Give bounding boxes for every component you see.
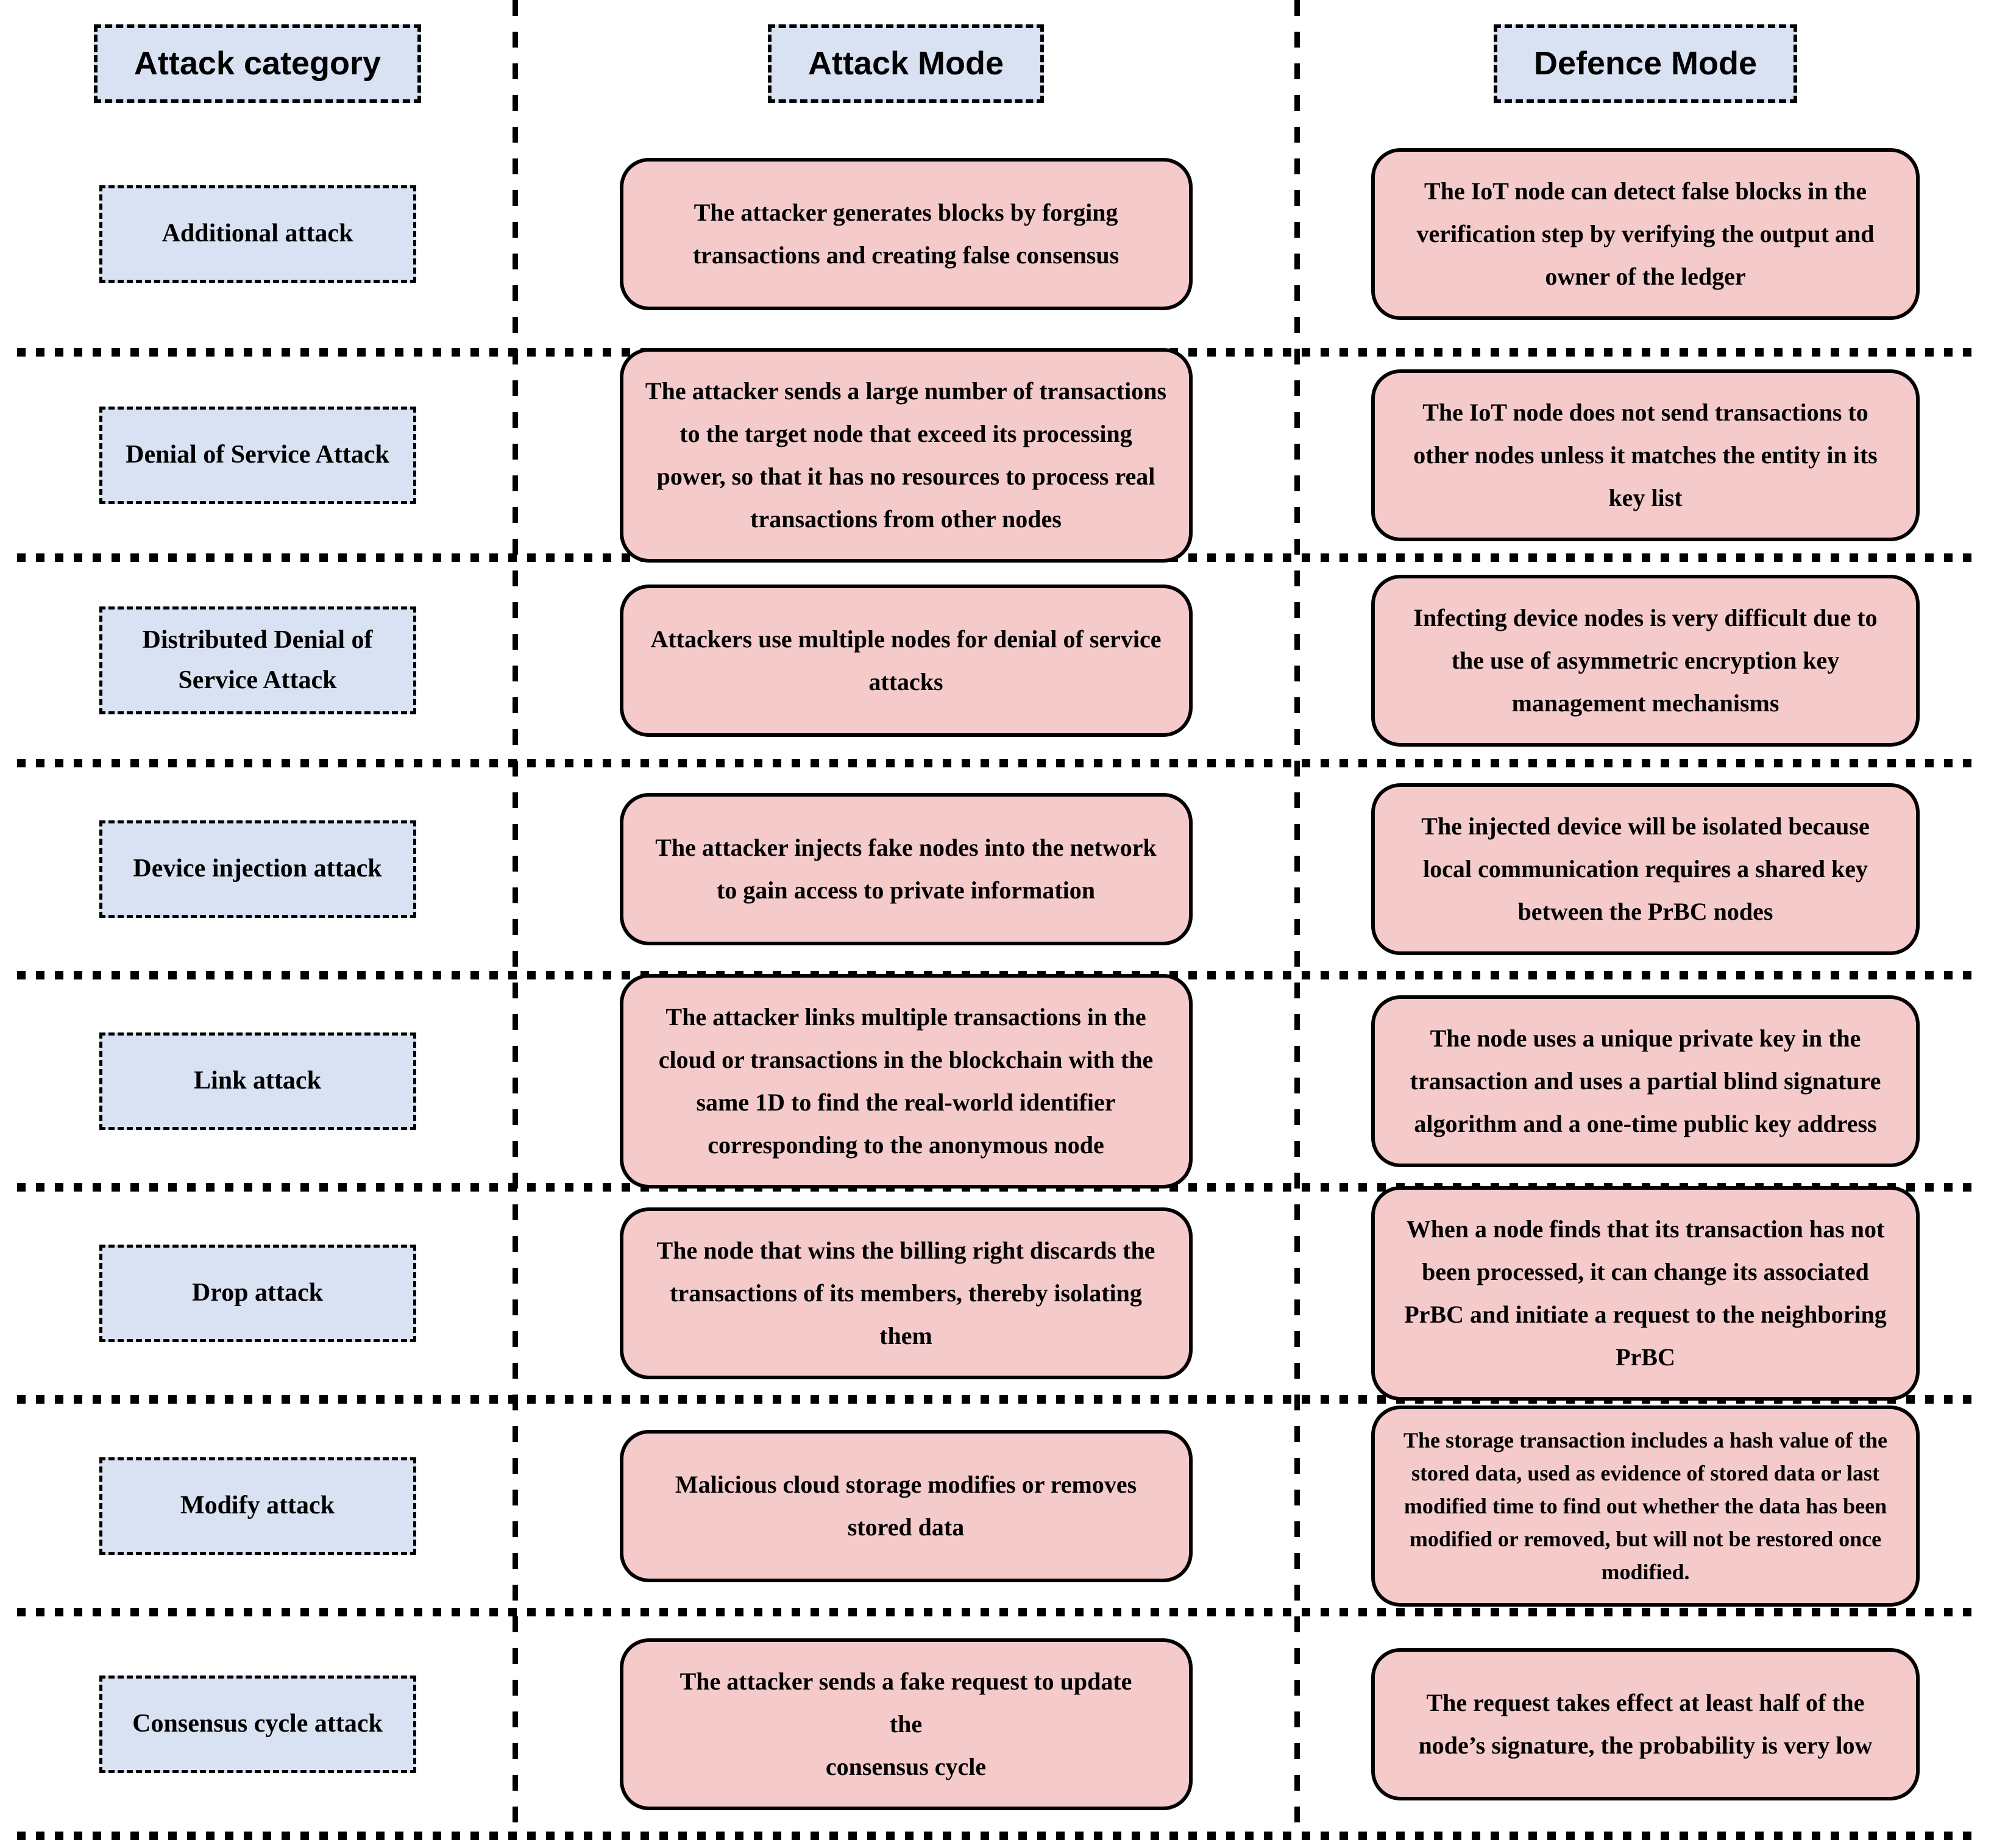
defence-mode-box-additional-attack: The IoT node can detect false blocks in … [1371,148,1920,320]
row-4-attack-cell: The attacker injects fake nodes into the… [515,763,1297,975]
row-1-category-cell: Additional attack [0,116,515,352]
header-defence-mode: Defence Mode [1493,24,1798,103]
row-7-defence-cell: The storage transaction includes a hash … [1297,1399,1994,1612]
header-attack-mode: Attack Mode [767,24,1045,103]
row-5-category-cell: Link attack [0,975,515,1187]
row-3-attack-cell: Attackers use multiple nodes for denial … [515,558,1297,763]
defence-mode-box-drop-attack: When a node finds that its transaction h… [1371,1186,1920,1401]
row-divider-8 [17,1832,1977,1840]
category-box-link-attack: Link attack [99,1032,416,1130]
category-box-denial-of-service: Denial of Service Attack [99,406,416,504]
defence-mode-box-link-attack: The node uses a unique private key in th… [1371,995,1920,1167]
category-box-modify-attack: Modify attack [99,1457,416,1555]
row-3-defence-cell: Infecting device nodes is very difficult… [1297,558,1994,763]
category-box-drop-attack: Drop attack [99,1245,416,1342]
category-box-device-injection: Device injection attack [99,820,416,918]
row-1-attack-cell: The attacker generates blocks by forging… [515,116,1297,352]
category-box-consensus-cycle: Consensus cycle attack [99,1675,416,1773]
header-cell-defence-mode: Defence Mode [1297,0,1994,116]
row-7-attack-cell: Malicious cloud storage modifies or remo… [515,1399,1297,1612]
row-divider-7 [17,1608,1977,1616]
row-8-defence-cell: The request takes effect at least half o… [1297,1612,1994,1836]
row-2-category-cell: Denial of Service Attack [0,352,515,558]
row-8-category-cell: Consensus cycle attack [0,1612,515,1836]
defence-mode-box-consensus-cycle: The request takes effect at least half o… [1371,1647,1920,1800]
attack-mode-box-additional-attack: The attacker generates blocks by forging… [619,158,1193,310]
row-6-defence-cell: When a node finds that its transaction h… [1297,1186,1994,1401]
header-cell-attack-mode: Attack Mode [515,0,1297,116]
defence-mode-box-modify-attack: The storage transaction includes a hash … [1371,1405,1920,1607]
row-2-defence-cell: The IoT node does not send transactions … [1297,352,1994,558]
column-divider-1 [513,0,518,1836]
row-3-category-cell: Distributed Denial of Service Attack [0,558,515,763]
defence-mode-box-denial-of-service: The IoT node does not send transactions … [1371,369,1920,541]
column-divider-2 [1294,0,1300,1836]
attack-mode-box-modify-attack: Malicious cloud storage modifies or remo… [619,1429,1193,1582]
row-2-attack-cell: The attacker sends a large number of tra… [515,347,1297,563]
row-5-attack-cell: The attacker links multiple transactions… [515,974,1297,1189]
row-7-category-cell: Modify attack [0,1399,515,1612]
header-attack-category: Attack category [93,24,422,103]
category-box-distributed-denial-of-service: Distributed Denial of Service Attack [99,606,416,714]
attack-mode-box-consensus-cycle: The attacker sends a fake request to upd… [619,1638,1193,1810]
category-box-additional-attack: Additional attack [99,185,416,283]
row-4-category-cell: Device injection attack [0,763,515,975]
defence-mode-box-device-injection: The injected device will be isolated bec… [1371,783,1920,955]
attack-mode-box-distributed-denial-of-service: Attackers use multiple nodes for denial … [619,584,1193,737]
header-cell-attack-category: Attack category [0,0,515,116]
attack-mode-box-link-attack: The attacker links multiple transactions… [619,974,1193,1189]
row-5-defence-cell: The node uses a unique private key in th… [1297,975,1994,1187]
row-6-attack-cell: The node that wins the billing right dis… [515,1187,1297,1399]
row-divider-3 [17,759,1977,767]
attack-mode-box-denial-of-service: The attacker sends a large number of tra… [619,347,1193,563]
row-4-defence-cell: The injected device will be isolated bec… [1297,763,1994,975]
row-1-defence-cell: The IoT node can detect false blocks in … [1297,116,1994,352]
row-8-attack-cell: The attacker sends a fake request to upd… [515,1612,1297,1836]
row-6-category-cell: Drop attack [0,1187,515,1399]
attack-mode-box-drop-attack: The node that wins the billing right dis… [619,1207,1193,1379]
defence-mode-box-distributed-denial-of-service: Infecting device nodes is very difficult… [1371,574,1920,747]
attack-mode-box-device-injection: The attacker injects fake nodes into the… [619,793,1193,945]
